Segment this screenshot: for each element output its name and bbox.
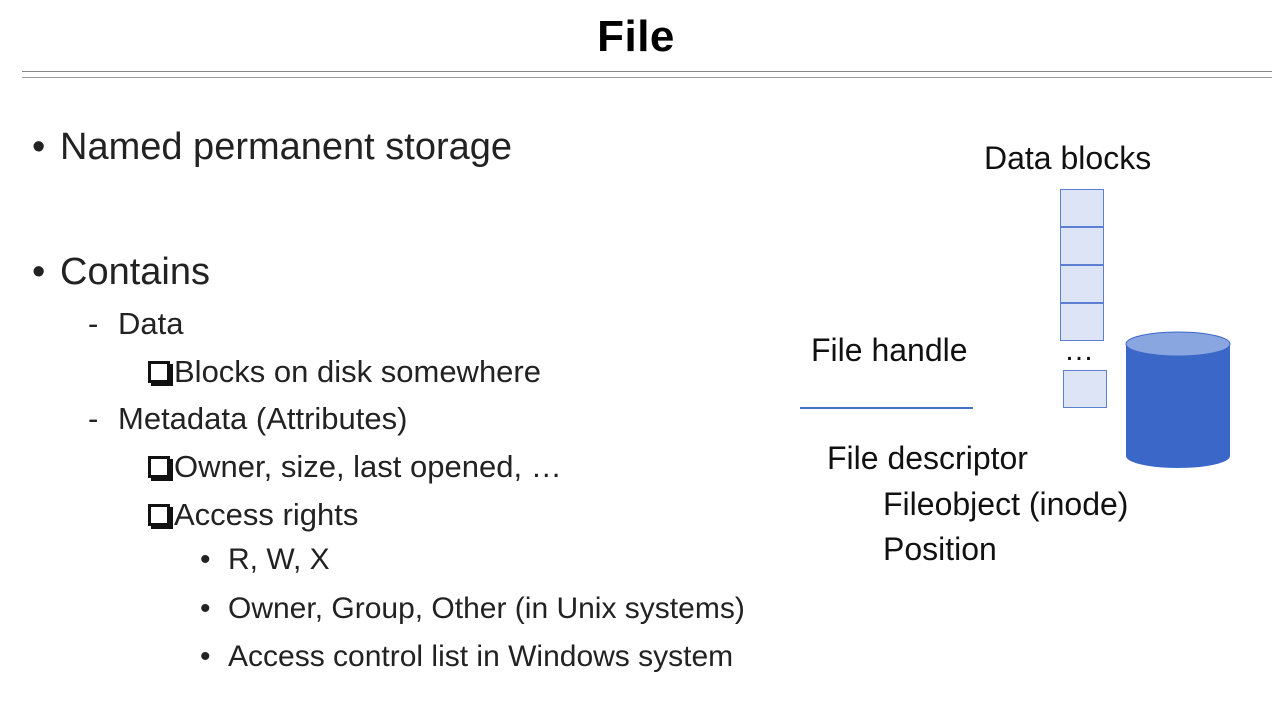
fileobject-label: Fileobject (inode) [883,486,1129,522]
dash-icon: - [88,401,99,436]
divider-line [800,407,973,409]
checkbox-item: Access rights [148,497,358,533]
sub-sub-item: •R, W, X [200,543,330,576]
bullet-dot-icon: • [32,251,46,293]
data-blocks-label: Data blocks [984,140,1152,176]
square-bullet-icon [148,504,170,526]
sub-sub-item: •Access control list in Windows system [200,640,734,673]
sub-item: -Metadata (Attributes) [88,401,408,436]
dash-icon: - [88,306,99,341]
file-descriptor-label: File descriptor [827,440,1028,476]
sub-item: -Data [88,306,184,341]
sub-sub-item: •Owner, Group, Other (in Unix systems) [200,592,745,625]
data-block [1060,227,1104,265]
data-block [1060,303,1104,341]
file-handle-label: File handle [811,332,968,368]
bullet-dot-icon: • [200,592,211,625]
checkbox-item: Owner, size, last opened, … [148,449,562,485]
data-block [1063,370,1107,408]
ellipsis: … [1064,334,1094,367]
bullet-dot-icon: • [32,126,46,168]
slide-title: File [597,12,675,61]
title-rule [22,71,1272,72]
disk-icon [1125,331,1231,468]
data-block [1060,189,1104,227]
bullet-item: •Contains [32,251,210,293]
position-label: Position [883,531,997,567]
checkbox-item: Blocks on disk somewhere [148,354,541,390]
bullet-item: •Named permanent storage [32,126,513,168]
bullet-dot-icon: • [200,640,211,673]
title-rule-secondary [22,77,1272,78]
square-bullet-icon [148,456,170,478]
square-bullet-icon [148,361,170,383]
data-block [1060,265,1104,303]
bullet-dot-icon: • [200,543,211,576]
